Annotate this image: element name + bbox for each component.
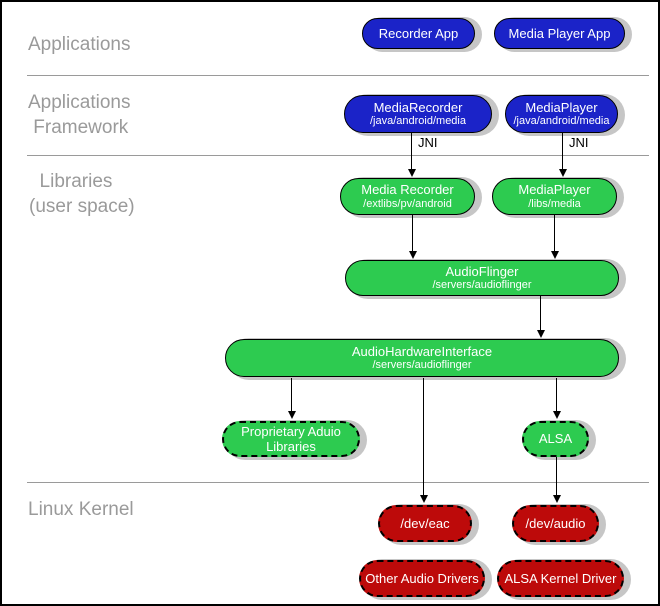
node-mediarecorder-framework: MediaRecorder /java/android/media <box>344 95 492 133</box>
arrowhead-icon <box>419 495 428 503</box>
node-title: AudioFlinger <box>445 263 519 279</box>
layer-divider-applications-framework <box>27 75 649 76</box>
layer-label-linux-kernel: Linux Kernel <box>28 499 134 520</box>
arrow-mediarecorder-to-audioflinger <box>408 215 417 259</box>
layer-divider-framework-libraries <box>27 155 649 156</box>
arrowhead-icon <box>408 251 417 259</box>
arrowhead-icon <box>287 411 296 419</box>
node-proprietary-audio-libraries: Proprietary Aduio Libraries <box>222 421 360 457</box>
arrow-ahi-to-proprietary <box>287 378 296 419</box>
arrow-mediaplayer-jni <box>558 133 567 177</box>
layer-divider-libraries-kernel <box>27 482 649 483</box>
node-title: Media Recorder <box>361 182 454 198</box>
node-audiohardwareinterface: AudioHardwareInterface /servers/audiofli… <box>225 339 619 377</box>
node-subtitle: /java/android/media <box>369 115 466 128</box>
node-title: Proprietary Aduio Libraries <box>241 423 341 454</box>
edge-label-jni-right: JNI <box>569 135 589 150</box>
node-subtitle: /libs/media <box>528 197 581 210</box>
arrow-alsa-to-dev-audio <box>552 457 561 503</box>
arrow-ahi-to-dev-eac <box>419 378 428 503</box>
node-dev-eac: /dev/eac <box>378 505 472 542</box>
node-title: MediaRecorder <box>373 99 463 115</box>
node-title: MediaPlayer <box>518 182 591 198</box>
node-subtitle: /servers/audioflinger <box>372 359 472 372</box>
node-subtitle: /java/android/media <box>513 115 610 128</box>
arrowhead-icon <box>558 169 567 177</box>
arrow-mediaplayer-to-audioflinger <box>550 215 559 259</box>
layer-label-applications-framework: Applications Framework <box>28 92 131 138</box>
node-alsa: ALSA <box>522 421 589 457</box>
node-title: Media Player App <box>508 25 611 41</box>
node-subtitle: /extlibs/pv/android <box>363 197 452 210</box>
node-title: Recorder App <box>378 25 459 41</box>
layer-label-libraries: Libraries (user space) <box>29 171 135 217</box>
node-title: /dev/audio <box>525 515 586 531</box>
node-title: ALSA Kernel Driver <box>504 570 617 586</box>
arrowhead-icon <box>552 411 561 419</box>
node-title: /dev/eac <box>400 515 450 531</box>
node-title: Other Audio Drivers <box>365 570 479 586</box>
node-audioflinger: AudioFlinger /servers/audioflinger <box>345 260 619 296</box>
node-title: AudioHardwareInterface <box>351 343 493 359</box>
node-dev-audio: /dev/audio <box>512 505 599 542</box>
arrowhead-icon <box>536 330 545 338</box>
node-alsa-kernel-driver: ALSA Kernel Driver <box>497 560 624 597</box>
arrowhead-icon <box>552 495 561 503</box>
node-media-recorder-lib: Media Recorder /extlibs/pv/android <box>340 178 475 215</box>
layer-label-applications: Applications <box>28 34 131 55</box>
edge-label-jni-left: JNI <box>418 135 438 150</box>
arrowhead-icon <box>407 169 416 177</box>
node-media-player-app: Media Player App <box>494 18 625 49</box>
arrow-mediarecorder-jni <box>407 133 416 177</box>
arrow-ahi-to-alsa <box>552 378 561 419</box>
arrowhead-icon <box>550 251 559 259</box>
node-mediaplayer-lib: MediaPlayer /libs/media <box>492 178 617 215</box>
node-title: ALSA <box>538 431 573 447</box>
node-recorder-app: Recorder App <box>362 18 475 49</box>
node-other-audio-drivers: Other Audio Drivers <box>359 560 485 597</box>
node-mediaplayer-framework: MediaPlayer /java/android/media <box>505 95 618 133</box>
node-title: MediaPlayer <box>525 99 598 115</box>
node-subtitle: /servers/audioflinger <box>432 279 532 292</box>
arrow-audioflinger-to-ahi <box>536 296 545 338</box>
